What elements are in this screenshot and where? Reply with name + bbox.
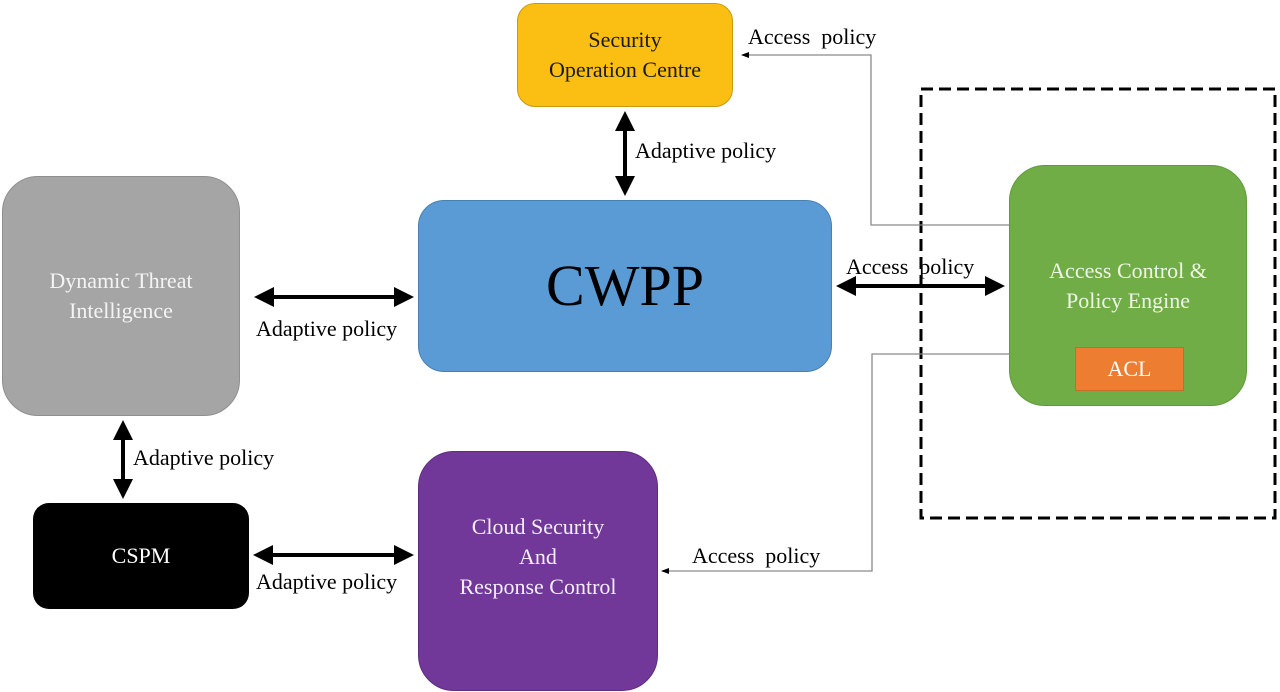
node-security-operation-centre: Security Operation Centre [517, 3, 733, 107]
access-control-group-boundary [919, 87, 1277, 520]
node-label: Security [588, 27, 662, 53]
edge-label-dti-cwpp: Adaptive policy [256, 316, 398, 341]
edge-label-soc-cwpp: Adaptive policy [635, 138, 777, 163]
node-access-control-policy-engine: Access Control & Policy Engine ACL [1009, 165, 1247, 406]
node-label: Access Control & [1049, 258, 1207, 283]
node-cloud-security-response-control: Cloud Security And Response Control [418, 451, 658, 691]
node-cwpp: CWPP [418, 200, 832, 372]
node-label: Policy Engine [1065, 287, 1191, 313]
edge-label-cspm-csrc: Adaptive policy [256, 569, 398, 594]
node-label: Cloud Security [471, 514, 605, 540]
node-label: CWPP [546, 252, 704, 318]
node-label: And [519, 544, 557, 570]
edge-acpe-soc [741, 52, 1009, 226]
node-dynamic-threat-intelligence: Dynamic Threat Intelligence [2, 176, 240, 416]
node-label: Response Control [459, 573, 617, 599]
edge-label-cwpp-acpe: Access policy [846, 254, 975, 279]
node-label: Operation Centre [548, 57, 702, 82]
node-cspm: CSPM [33, 503, 249, 609]
node-acl: ACL [1075, 347, 1184, 391]
node-label: Intelligence [69, 298, 173, 323]
edge-label-dti-cspm: Adaptive policy [133, 445, 275, 470]
node-label: CSPM [111, 543, 171, 569]
edge-label-acpe-soc: Access policy [748, 24, 877, 49]
node-label: Dynamic Threat [49, 268, 193, 294]
node-label: ACL [1107, 356, 1152, 382]
edge-label-acpe-csrc: Access policy [692, 543, 821, 568]
edge-acpe-csrc [661, 353, 1009, 574]
